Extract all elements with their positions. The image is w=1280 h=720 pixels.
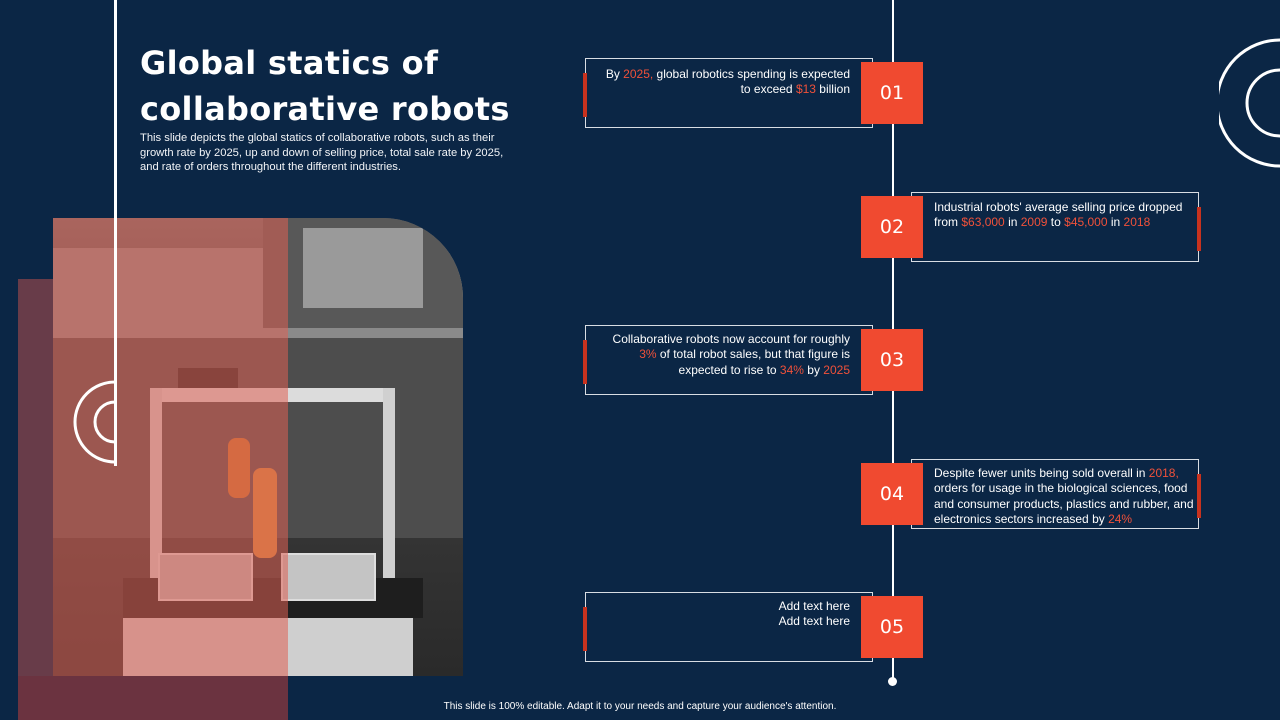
decorative-vertical-line — [114, 0, 117, 466]
text-part: Despite fewer units being sold overall i… — [934, 466, 1149, 480]
highlight-share-now: 3% — [639, 347, 657, 362]
photo-frame-right — [383, 388, 395, 578]
step-number-02: 02 — [861, 196, 923, 258]
text-part: Industrial robots' average selling price… — [934, 200, 1183, 230]
highlight-year: 2025, — [623, 67, 654, 81]
stat-card-05: Add text here Add text here — [583, 592, 873, 662]
highlight-year: 2025 — [823, 362, 850, 377]
photo-tint-overlay — [53, 218, 288, 676]
placeholder-text-line[interactable]: Add text here — [778, 613, 850, 628]
text-part: billion — [815, 82, 850, 97]
text-part: global robotics spending is expected to … — [653, 67, 850, 97]
highlight-amount: $13 — [795, 82, 816, 97]
highlight-price-2009: $63,000 — [961, 215, 1005, 230]
stat-text-02: Industrial robots' average selling price… — [934, 200, 1196, 231]
photo-tray-right — [281, 553, 376, 601]
card-accent-bar — [583, 607, 587, 651]
highlight-percent: 24% — [1108, 511, 1133, 526]
stat-text-03: Collaborative robots now account for rou… — [600, 332, 850, 378]
highlight-year-2009: 2009 — [1020, 215, 1048, 230]
card-accent-bar — [583, 340, 587, 384]
text-part: orders for usage in the biological scien… — [934, 481, 1194, 526]
step-number-05: 05 — [861, 596, 923, 658]
step-number-04: 04 — [861, 463, 923, 525]
card-accent-bar — [583, 73, 587, 117]
placeholder-text-line[interactable]: Add text here — [778, 599, 850, 613]
stat-text-05[interactable]: Add text here Add text here — [600, 599, 850, 628]
decorative-arc-right-icon — [1219, 38, 1280, 168]
highlight-year-2018: 2018 — [1123, 215, 1151, 230]
text-part: in — [1004, 215, 1021, 230]
stat-card-03: Collaborative robots now account for rou… — [583, 325, 873, 395]
text-part: Collaborative robots now account for rou… — [612, 332, 850, 346]
text-part: By — [605, 67, 624, 81]
slide-description: This slide depicts the global statics of… — [140, 132, 504, 173]
timeline-end-dot — [888, 677, 897, 686]
card-accent-bar — [1197, 207, 1201, 251]
stat-text-04: Despite fewer units being sold overall i… — [934, 466, 1196, 527]
text-part: by — [803, 362, 824, 377]
highlight-year: 2018, — [1148, 466, 1179, 480]
stat-card-01: By 2025, global robotics spending is exp… — [583, 58, 873, 128]
text-part: to — [1047, 215, 1065, 230]
highlight-price-2018: $45,000 — [1064, 215, 1108, 230]
card-accent-bar — [1197, 474, 1201, 518]
stat-text-01: By 2025, global robotics spending is exp… — [600, 67, 850, 98]
step-number-01: 01 — [861, 62, 923, 124]
stat-card-04: Despite fewer units being sold overall i… — [911, 459, 1201, 529]
photo-cabinet-inner — [303, 228, 423, 308]
footer-note: This slide is 100% editable. Adapt it to… — [443, 701, 837, 712]
highlight-share-future: 34% — [779, 362, 804, 377]
stat-card-02: Industrial robots' average selling price… — [911, 192, 1201, 262]
step-number-03: 03 — [861, 329, 923, 391]
robot-photo — [53, 218, 463, 676]
text-part: in — [1107, 215, 1124, 230]
page-title: Global statics of collaborative robots — [140, 44, 510, 128]
text-part: of total robot sales, but that figure is… — [656, 347, 850, 377]
decorative-arc-left-icon — [73, 380, 116, 464]
decorative-dark-panel — [18, 676, 288, 720]
